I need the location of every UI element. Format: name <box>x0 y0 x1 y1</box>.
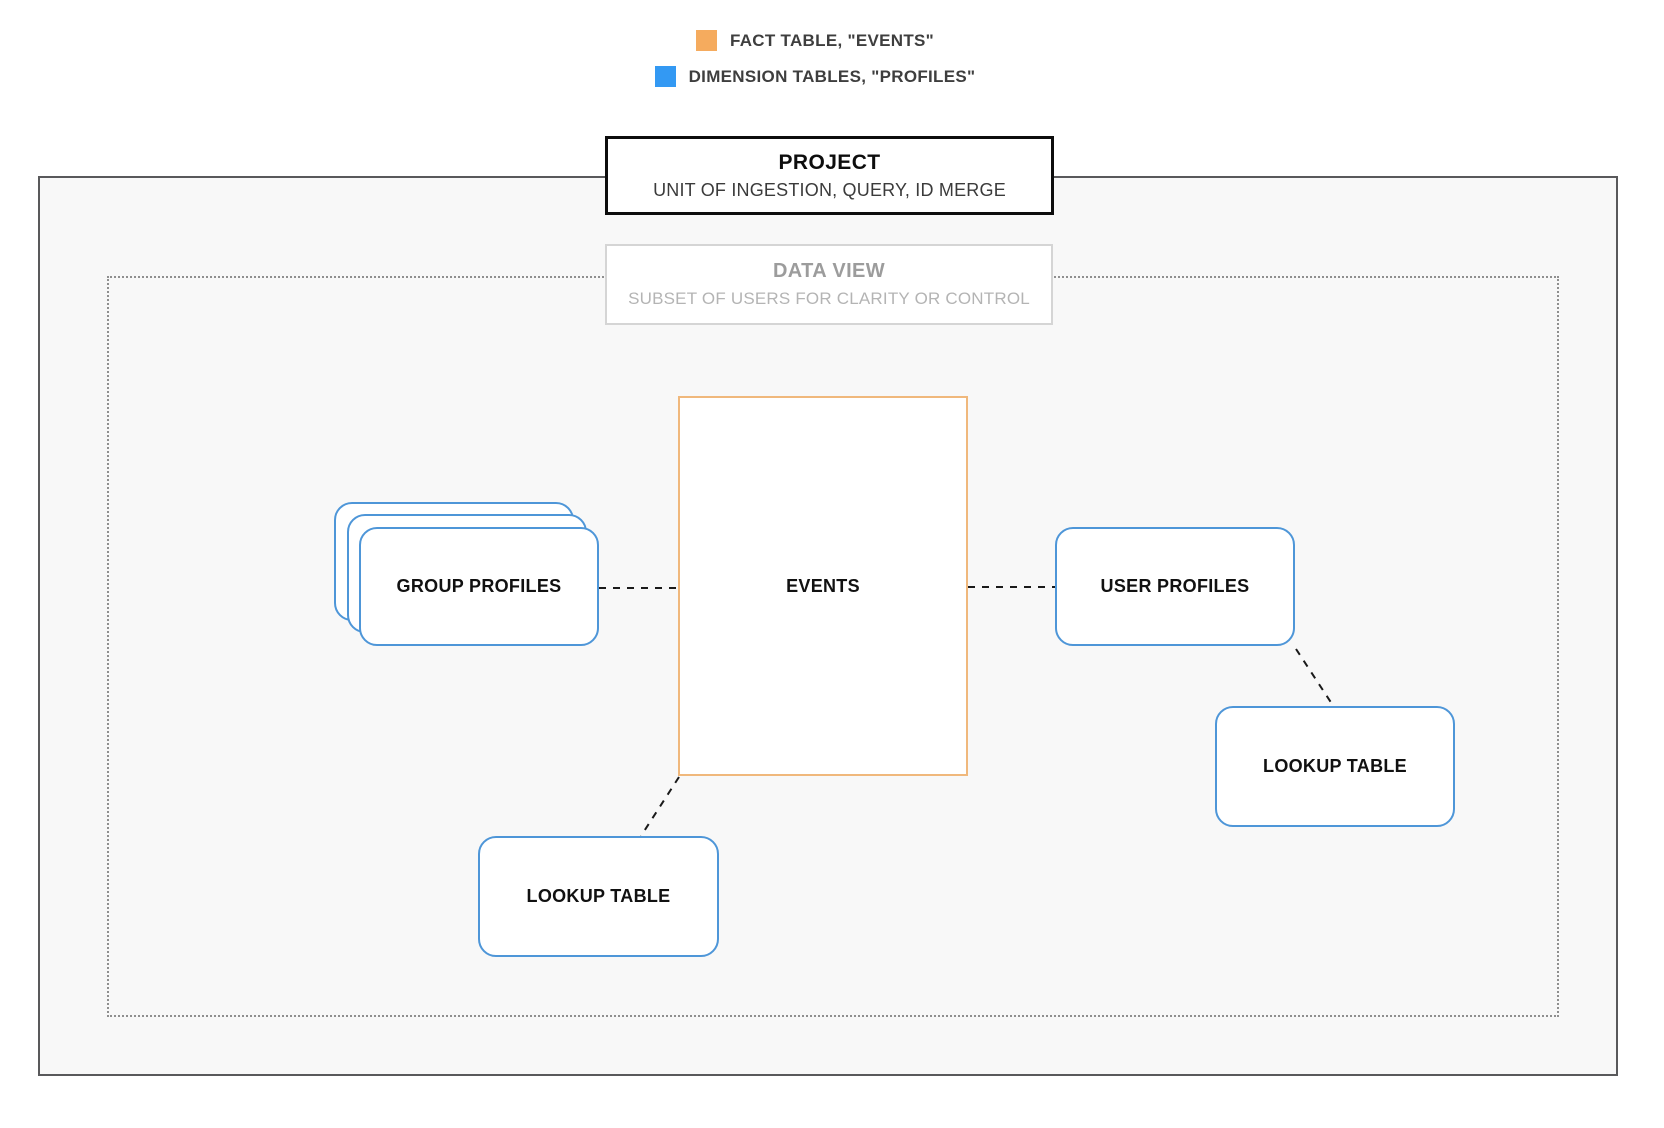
node-events: EVENTS <box>678 396 968 776</box>
legend-label-dimension-tables: DIMENSION TABLES, "PROFILES" <box>688 66 976 86</box>
node-lookup-table-left: LOOKUP TABLE <box>478 836 719 957</box>
fact-table-swatch-icon <box>695 30 717 51</box>
legend-item-fact-table: FACT TABLE, "EVENTS" <box>695 30 935 51</box>
node-group-profiles-label: GROUP PROFILES <box>396 576 562 596</box>
legend: FACT TABLE, "EVENTS" DIMENSION TABLES, "… <box>400 30 1230 87</box>
node-lookup-table-right: LOOKUP TABLE <box>1215 706 1455 827</box>
project-subtitle: UNIT OF INGESTION, QUERY, ID MERGE <box>653 179 1006 200</box>
data-view-title: DATA VIEW <box>772 260 886 282</box>
data-view-header-box: DATA VIEW SUBSET OF USERS FOR CLARITY OR… <box>605 244 1053 325</box>
dimension-tables-swatch-icon <box>654 66 676 87</box>
node-group-profiles: GROUP PROFILES <box>359 527 599 646</box>
data-view-subtitle: SUBSET OF USERS FOR CLARITY OR CONTROL <box>628 289 1030 308</box>
node-user-profiles: USER PROFILES <box>1055 527 1295 646</box>
project-header-box: PROJECT UNIT OF INGESTION, QUERY, ID MER… <box>605 136 1054 215</box>
node-lookup-table-left-label: LOOKUP TABLE <box>526 886 671 906</box>
node-lookup-table-right-label: LOOKUP TABLE <box>1263 756 1407 776</box>
project-title: PROJECT <box>778 150 881 174</box>
node-events-label: EVENTS <box>786 575 860 596</box>
legend-label-fact-table: FACT TABLE, "EVENTS" <box>729 30 935 50</box>
legend-item-dimension-tables: DIMENSION TABLES, "PROFILES" <box>654 66 976 87</box>
node-user-profiles-label: USER PROFILES <box>1100 576 1250 596</box>
